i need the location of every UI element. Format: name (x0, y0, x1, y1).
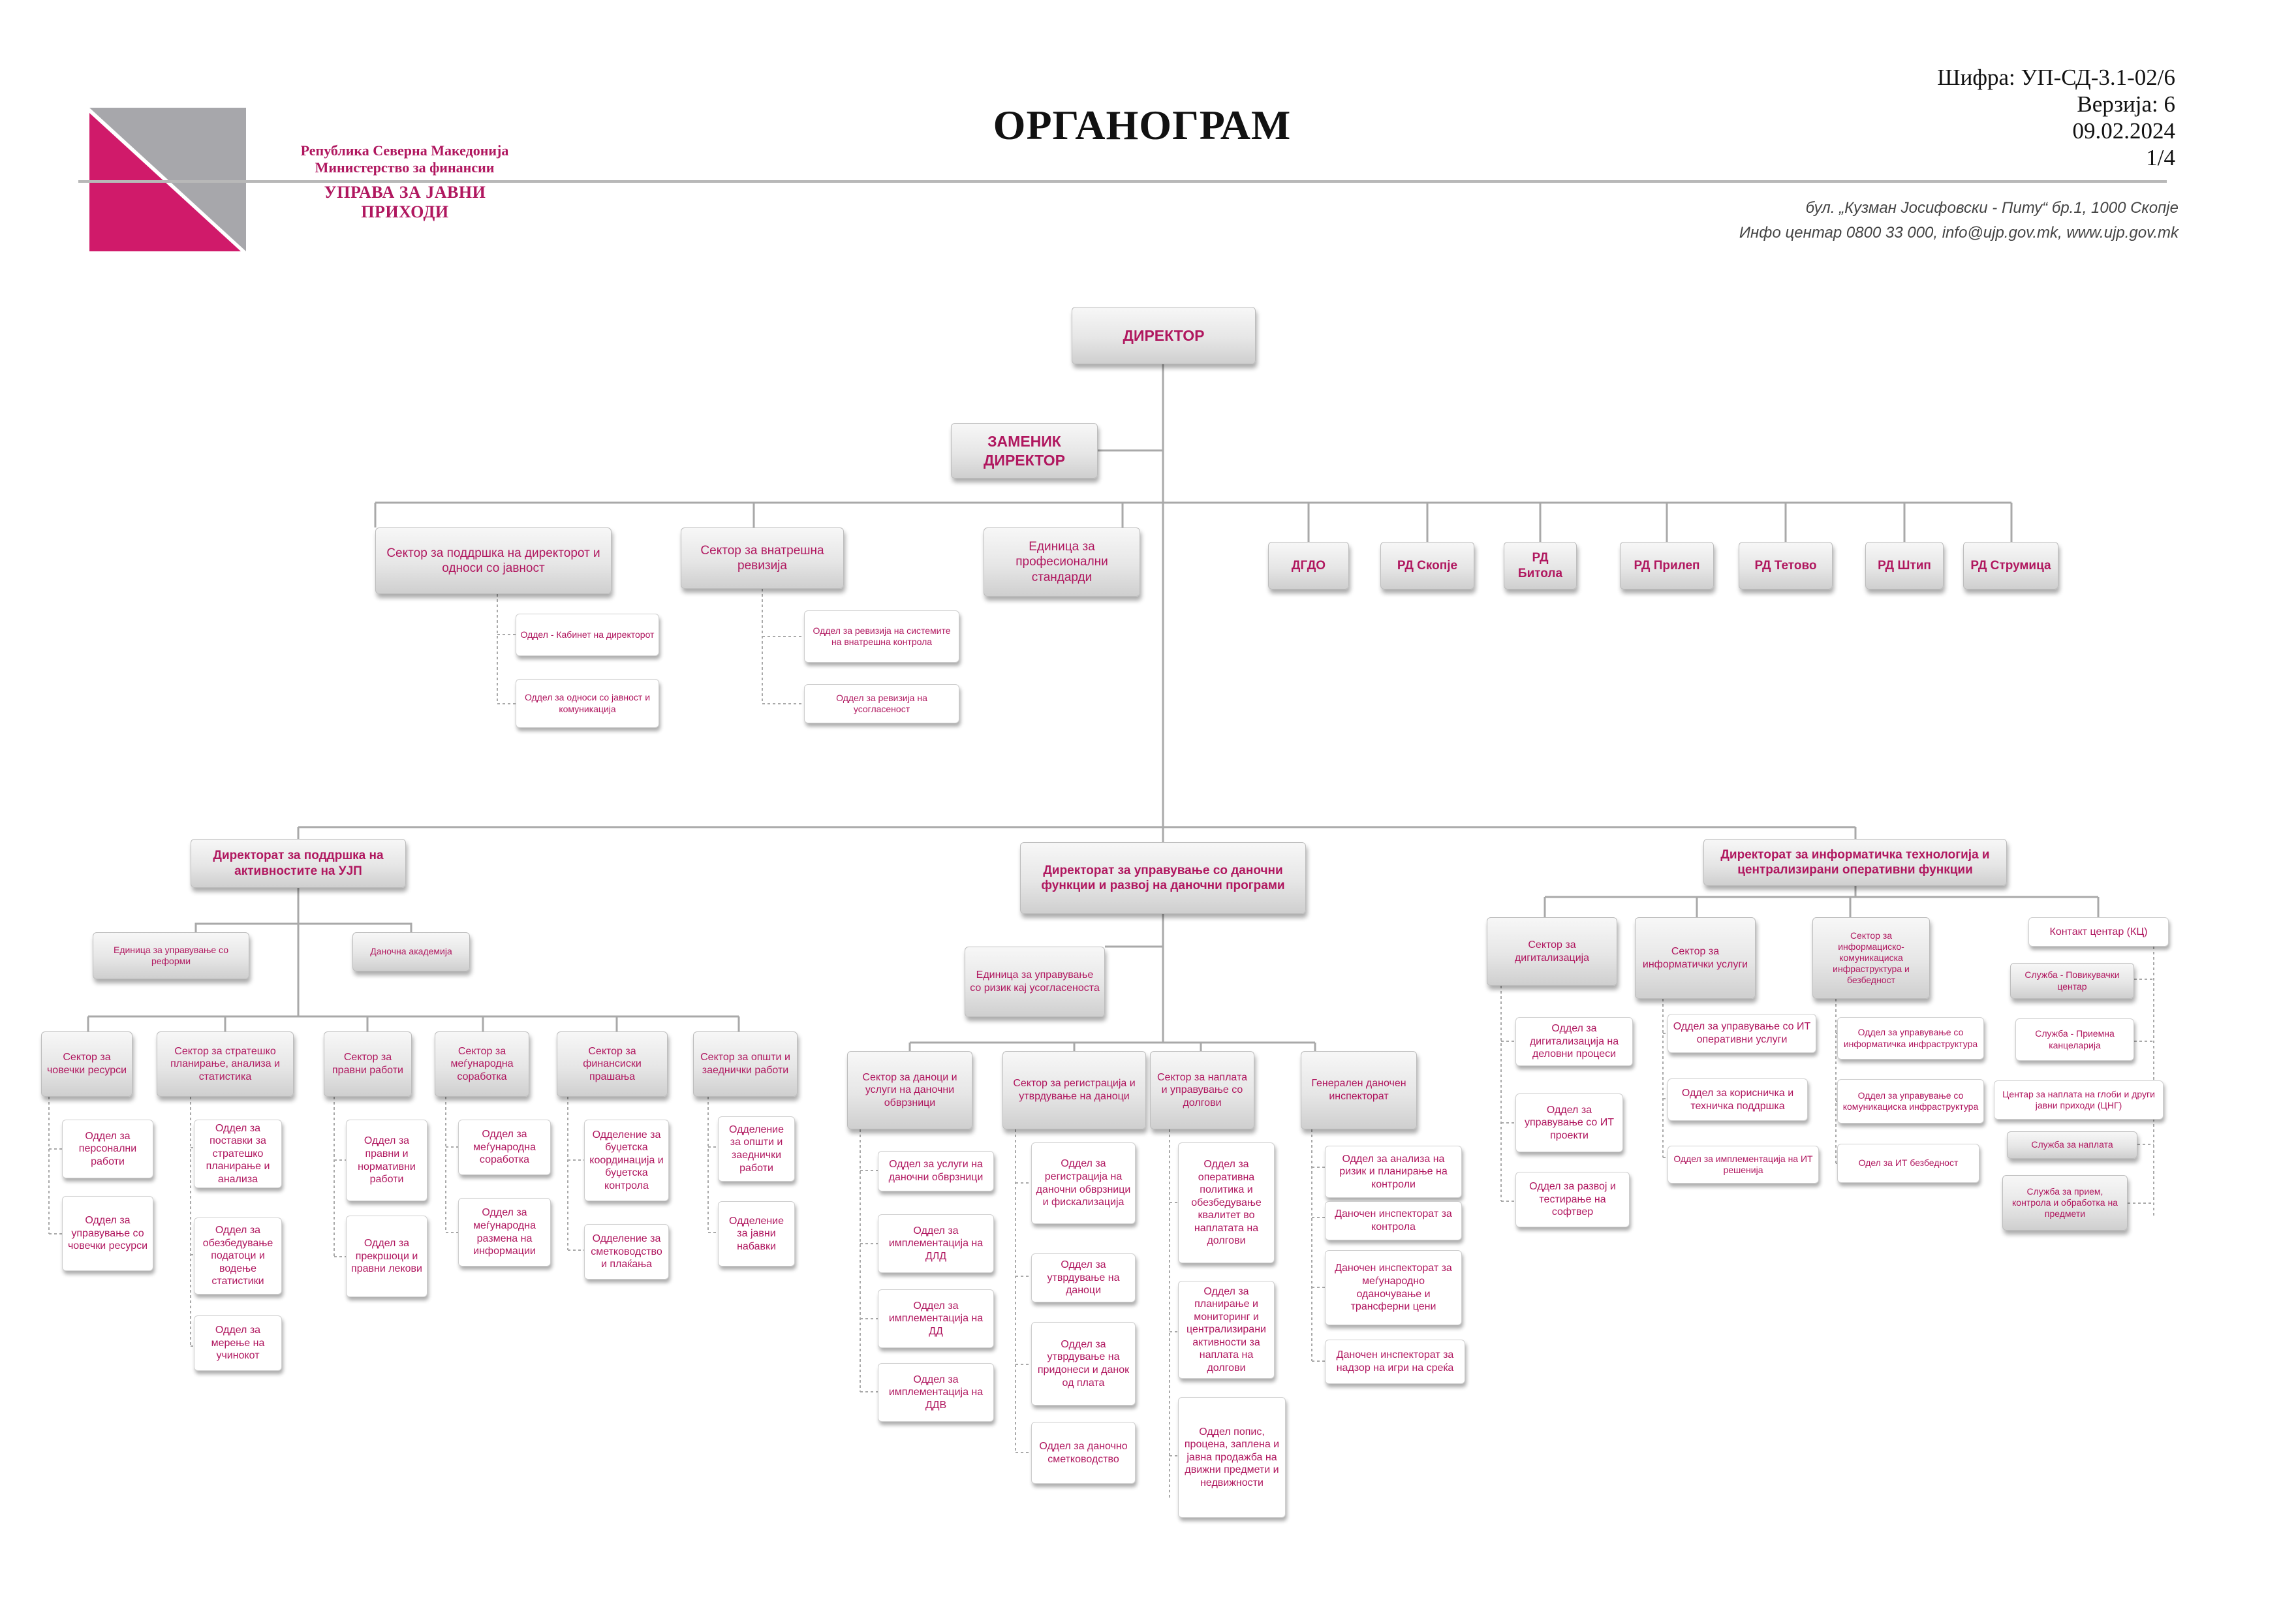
inspectorate-gaming: Даночен инспекторат за надзор на игри на… (1325, 1340, 1465, 1384)
dept-contributions: Оддел за утврдување на придонеси и данок… (1031, 1322, 1136, 1406)
sector-collection: Сектор за наплата и управување со долгов… (1150, 1051, 1254, 1129)
service-reception: Служба - Приемна канцеларија (2015, 1018, 2134, 1061)
center-fines-collection: Центар за наплата на глоби и други јавни… (1994, 1080, 2164, 1120)
contact-center: Контакт центар (КЦ) (2028, 917, 2169, 947)
dept-compliance-audit: Оддел за ревизија на усогласеност (804, 684, 959, 723)
dept-strategic-inputs: Оддел за поставки за стратешко планирање… (194, 1120, 282, 1188)
org-line-2: Министерство за финансии (315, 159, 495, 176)
service-call-center: Служба - Повикувачки центар (2010, 963, 2134, 999)
director-box: ДИРЕКТОР (1072, 307, 1256, 364)
general-tax-inspectorate: Генерален даночен инспекторат (1301, 1051, 1417, 1129)
directorate-it: Директорат за информатичка технологија и… (1703, 839, 2007, 886)
sector-international: Сектор за меѓународна соработка (435, 1031, 529, 1097)
sector-internal-audit: Сектор за внатрешна ревизија (681, 527, 844, 589)
dept-information-exchange: Оддел за меѓународна размена на информац… (458, 1198, 551, 1266)
dept-cit-implementation: Оддел за имплементација на ДД (878, 1289, 994, 1348)
dept-it-operations: Оддел за управување со ИТ оперативни усл… (1668, 1014, 1816, 1053)
rd-prilep-box: РД Прилеп (1620, 542, 1714, 589)
doc-page: 1/4 (2146, 145, 2175, 170)
dept-tax-assessment: Оддел за утврдување на даноци (1031, 1253, 1136, 1302)
rd-shtip-box: РД Штип (1865, 542, 1944, 589)
sector-registration: Сектор за регистрација и утврдување на д… (1002, 1051, 1146, 1129)
dept-performance: Оддел за мерење на учинокот (194, 1315, 282, 1371)
sector-ict-infrastructure: Сектор за информациско-комуникациска инф… (1812, 917, 1930, 999)
dept-software-dev: Оддел за развој и тестирање на софтвер (1515, 1172, 1630, 1227)
dept-seizure-sale: Оддел попис, процена, запленa и јавна пр… (1178, 1397, 1286, 1518)
dept-international-cooperation: Оддел за меѓународна соработка (458, 1120, 551, 1175)
header-divider (78, 180, 2167, 183)
dept-statistics: Оддел за обезбедување податоци и водење … (194, 1218, 282, 1295)
dgdo-box: ДГДО (1268, 542, 1349, 589)
dept-accounting-payments: Одделение за сметководство и плаќања (584, 1224, 669, 1280)
dept-it-solutions: Оддел за имплементација на ИТ решенија (1668, 1146, 1819, 1184)
rd-strumica-box: РД Струмица (1963, 542, 2058, 589)
sector-it-services: Сектор за информатички услуги (1635, 917, 1756, 999)
deputy-director-box: ЗАМЕНИК ДИРЕКТОР (951, 423, 1098, 479)
page-title: ОРГАНОГРАМ (993, 102, 1292, 148)
sector-director-support: Сектор за поддршка на директорот и однос… (375, 527, 612, 594)
dept-registration-fiscalization: Оддел за регистрација на даночни обврзни… (1031, 1142, 1136, 1224)
document-info: Шифра: УП-СД-3.1-02/6 Верзија: 6 09.02.2… (1827, 64, 2175, 171)
service-collection: Служба за наплата (2007, 1131, 2137, 1159)
inspectorate-control: Даночен инспекторат за контрола (1325, 1201, 1462, 1240)
unit-reform-management: Единица за управување со реформи (93, 932, 249, 979)
inspectorate-international: Даночен инспекторат за меѓународно одано… (1325, 1250, 1462, 1325)
unit-compliance-risk: Единица за управување со ризик кај усогл… (965, 947, 1105, 1017)
sector-digitalization: Сектор за дигитализација (1487, 917, 1617, 986)
doc-code: Шифра: УП-СД-3.1-02/6 (1937, 65, 2175, 90)
contact-text: Инфо центар 0800 33 000, info@ujp.gov.mk… (1739, 224, 2179, 242)
dept-cabinet: Оддел - Кабинет на директорот (516, 614, 659, 656)
dept-user-support: Оддел за корисничка и техничка поддршка (1668, 1078, 1808, 1121)
dept-tax-accounting: Оддел за даночно сметководство (1031, 1422, 1136, 1484)
sector-general-affairs: Сектор за општи и заеднички работи (693, 1031, 798, 1097)
doc-date: 09.02.2024 (2072, 118, 2176, 144)
dept-audit-internal-control: Оддел за ревизија на системите на внатре… (804, 610, 959, 663)
dept-hr-management: Оддел за управување со човечки ресурси (62, 1196, 153, 1271)
sector-legal: Сектор за правни работи (324, 1031, 412, 1097)
org-line-1: Република Северна Македонија (300, 142, 509, 159)
unit-tax-academy: Даночна академија (352, 932, 470, 971)
dept-public-procurement: Одделение за јавни набавки (718, 1201, 795, 1266)
address-text: бул. „Кузман Јосифовски - Питу“ бр.1, 10… (1805, 199, 2179, 217)
dept-offences-remedies: Оддел за прекршоци и правни лекови (346, 1216, 427, 1297)
dept-comm-infrastructure: Оддел за управување со комуникациска инф… (1837, 1079, 1984, 1124)
sector-hr: Сектор за човечки ресурси (41, 1031, 132, 1097)
rd-skopje-box: РД Скопје (1380, 542, 1474, 589)
dept-general-works: Одделение за општи и заеднички работи (718, 1116, 795, 1182)
directorate-tax-functions: Директорат за управување со даночни функ… (1020, 842, 1306, 914)
sector-finance: Сектор за финансиски прашања (557, 1031, 668, 1097)
service-intake-processing: Служба за прием, контрола и обработка на… (2002, 1175, 2128, 1231)
dept-business-digitalization: Оддел за дигитализација на деловни проце… (1515, 1017, 1633, 1066)
dept-it-projects: Оддел за управување со ИТ проекти (1515, 1093, 1623, 1152)
dept-it-infrastructure: Оддел за управување со информатичка инфр… (1837, 1017, 1984, 1060)
sector-taxes-services: Сектор за даноци и услуги на даночни обв… (847, 1051, 972, 1129)
rd-bitola-box: РД Битола (1504, 542, 1577, 589)
unit-professional-standards: Единица за професионални стандарди (984, 527, 1140, 597)
dept-legal-normative: Оддел за правни и нормативни работи (346, 1120, 427, 1201)
dept-taxpayer-services: Оддел за услуги на даночни обврзници (878, 1151, 994, 1191)
doc-version: Верзија: 6 (2077, 91, 2175, 117)
dept-public-relations: Оддел за односи со јавност и комуникациј… (516, 679, 659, 728)
dept-vat-implementation: Оддел за имплементација на ДДВ (878, 1363, 994, 1422)
dept-personnel: Оддел за персонални работи (62, 1120, 153, 1178)
sector-strategic-planning: Сектор за стратешко планирање, анализа и… (157, 1031, 294, 1097)
rd-tetovo-box: РД Тетово (1739, 542, 1833, 589)
dept-operational-policy: Оддел за оперативна политика и обезбедув… (1178, 1142, 1275, 1263)
dept-risk-analysis: Оддел за анализа на ризик и планирање на… (1325, 1146, 1462, 1198)
directorate-support: Директорат за поддршка на активностите н… (191, 839, 406, 888)
dept-it-security: Одел за ИТ безбедност (1837, 1144, 1979, 1183)
dept-planning-monitoring: Оддел за планирање и мониторинг и центра… (1178, 1281, 1275, 1379)
dept-pit-implementation: Оддел за имплементација на ДЛД (878, 1214, 994, 1273)
org-name: УПРАВА ЗА ЈАВНИ ПРИХОДИ (324, 183, 486, 221)
contact-info: бул. „Кузман Јосифовски - Питу“ бр.1, 10… (1501, 196, 2179, 245)
dept-budget-coordination: Одделение за буџетска координација и буџ… (584, 1120, 669, 1201)
